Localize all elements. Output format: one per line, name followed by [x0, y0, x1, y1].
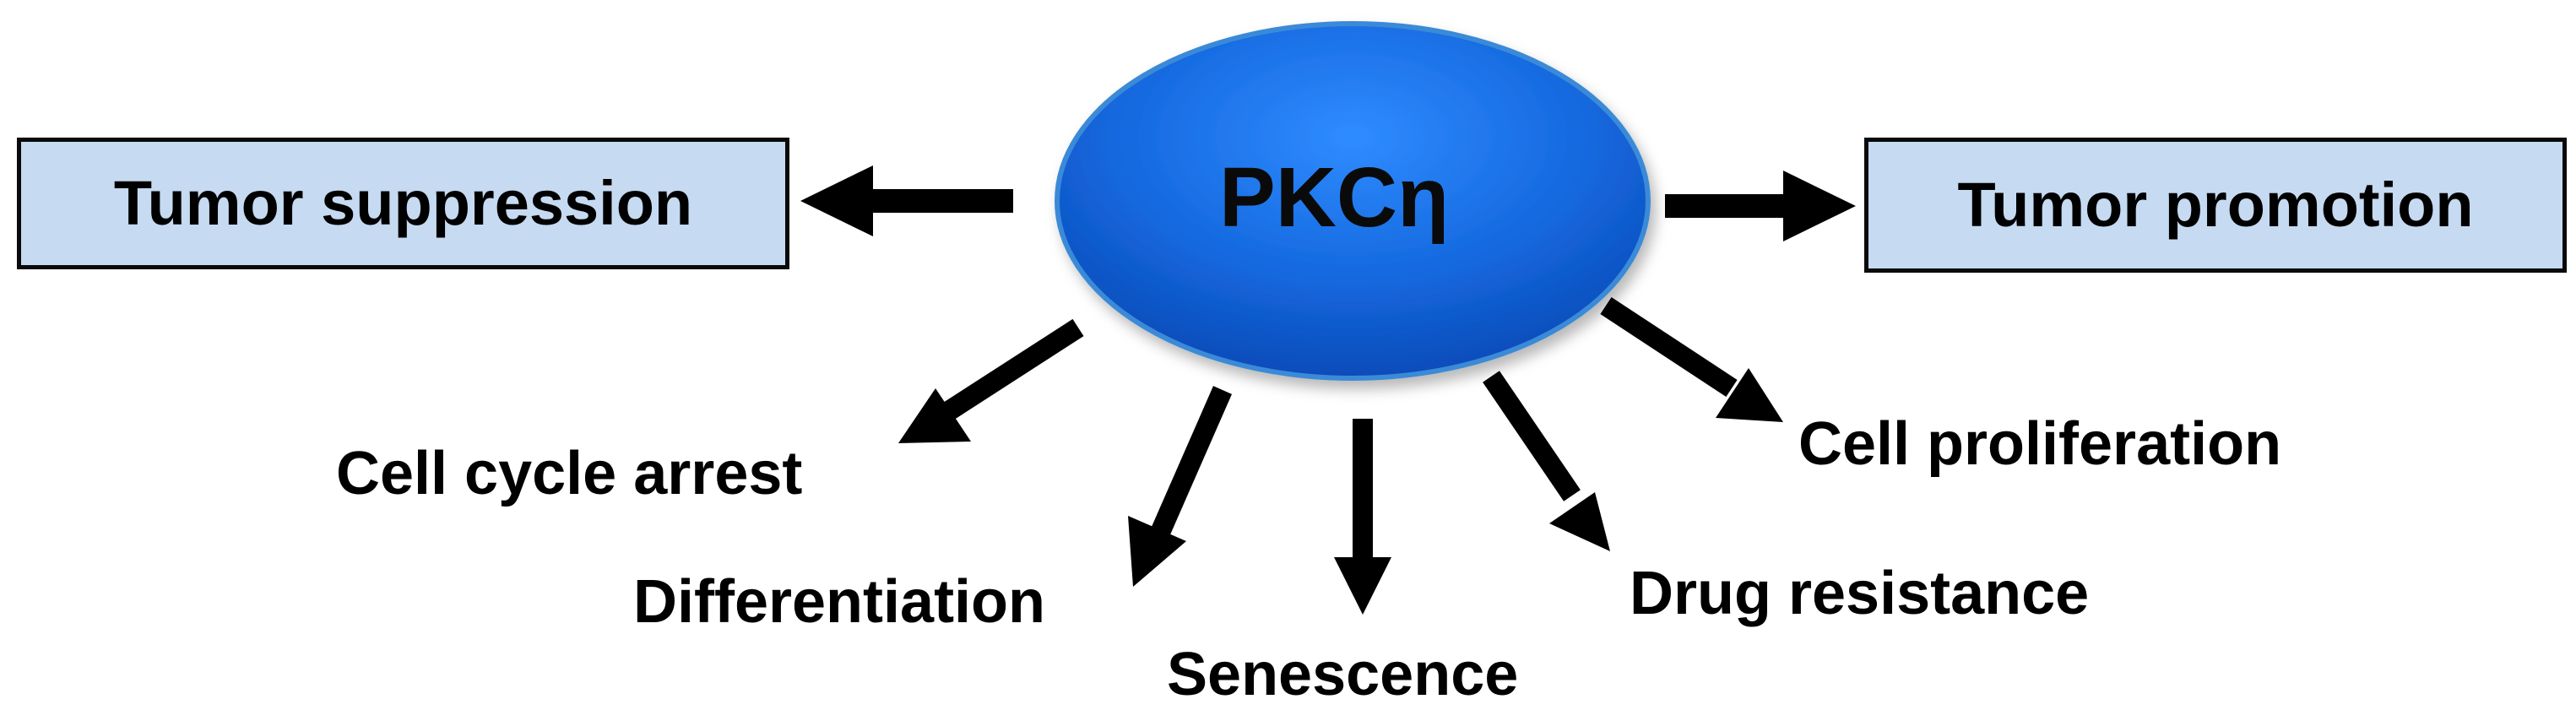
tumor-suppression-label: Tumor suppression: [113, 168, 693, 238]
arrow-to-tumor-promotion: [1665, 171, 1856, 241]
tumor-promotion-label: Tumor promotion: [1957, 170, 2474, 240]
cell-cycle-arrest-label: Cell cycle arrest: [336, 440, 803, 507]
arrow-to-senescence: [1334, 419, 1391, 615]
differentiation-label: Differentiation: [633, 568, 1046, 636]
arrow-to-cell-proliferation: [1600, 296, 1783, 422]
tumor-suppression-box: Tumor suppression: [17, 138, 789, 269]
arrow-to-differentiation: [1128, 386, 1232, 587]
pkc-eta-ellipse: [1055, 21, 1651, 381]
senescence-label: Senescence: [1167, 641, 1519, 708]
arrow-to-tumor-suppression: [800, 165, 1013, 236]
arrow-to-cell-cycle-arrest: [898, 318, 1084, 443]
drug-resistance-label: Drug resistance: [1630, 560, 2090, 627]
center-label: PKCη: [1219, 150, 1450, 245]
cell-proliferation-label: Cell proliferation: [1798, 410, 2282, 478]
arrow-to-drug-resistance: [1483, 371, 1610, 551]
tumor-promotion-box: Tumor promotion: [1864, 138, 2567, 273]
